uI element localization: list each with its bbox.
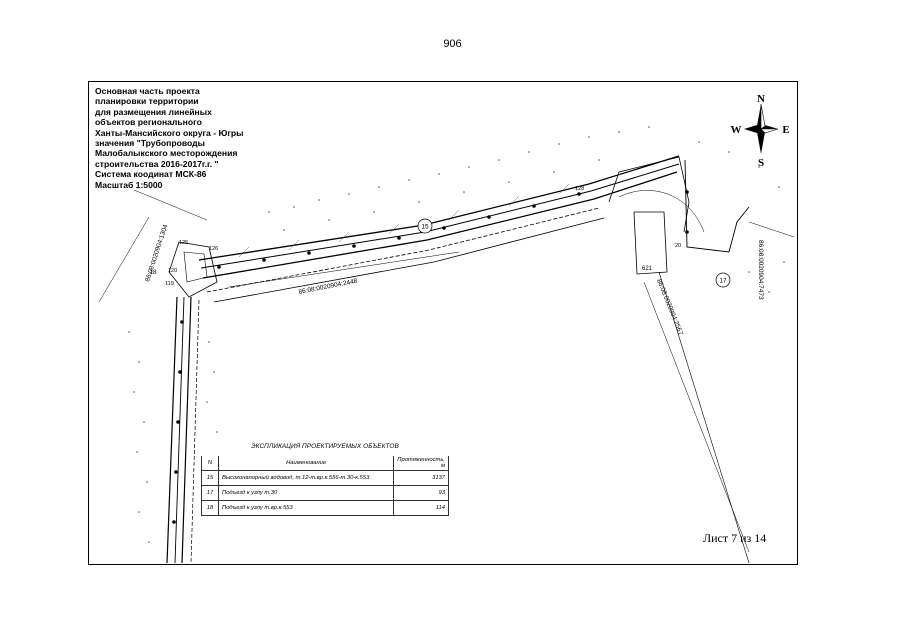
row-name: Высоконапорный водовод, т.12-т.вр.к.556-…: [217, 470, 395, 486]
junction-pad: [183, 251, 208, 283]
title-line: строительства 2016-2017г.г. ": [95, 158, 219, 169]
pipeline-corridor-edge: [198, 155, 680, 261]
hatch-mark: [238, 246, 250, 258]
compass-east-label: E: [782, 124, 789, 136]
point-label: 20: [675, 243, 681, 249]
explication-title: ЭКСПЛИКАЦИЯ ПРОЕКТИРУЕМЫХ ОБЪЕКТОВ: [251, 443, 399, 450]
point-label: 120: [168, 268, 177, 274]
header-num: N: [201, 456, 219, 471]
pipeline-nodes: [172, 190, 689, 524]
row-num: 18: [201, 500, 219, 516]
vertical-corridor-edge: [181, 296, 192, 563]
explication-table: N Наименование Протяженность, м 15 Высок…: [201, 456, 449, 516]
object-marker-17: 17: [715, 272, 731, 288]
junction-area: [168, 241, 218, 298]
compass-rose-icon: N S W E: [731, 93, 790, 168]
cadastral-label: 86:08:0020904:7473: [757, 240, 764, 300]
access-line: [658, 271, 750, 563]
pipeline-corridor-edge: [202, 171, 678, 279]
hatch-mark: [288, 239, 300, 251]
compass-south-label: S: [758, 157, 764, 168]
point-label: 126: [209, 246, 218, 252]
page-number: 906: [443, 38, 462, 50]
row-num: 17: [201, 485, 219, 501]
point-label: 128: [575, 186, 584, 192]
row-name: Подъезд к узлу т.30: [217, 485, 395, 501]
title-line: Основная часть проекта: [95, 86, 200, 96]
header-name: Наименование: [217, 456, 395, 471]
boundary-line: [228, 251, 460, 288]
pipeline-corridor-edge: [200, 163, 680, 269]
header-length: Протяженность, м: [393, 456, 449, 471]
point-label: 119: [165, 281, 174, 287]
table-header-row: N Наименование Протяженность, м: [201, 456, 449, 471]
table-row: 17 Подъезд к узлу т.30 93: [201, 485, 449, 501]
cadastral-label: 86:08:0020904:2567: [655, 278, 684, 336]
point-label: 621: [642, 266, 653, 272]
compass-west-label: W: [731, 124, 742, 136]
boundary-line: [133, 189, 208, 221]
svg-text:17: 17: [719, 278, 727, 285]
explication-table-block: ЭКСПЛИКАЦИЯ ПРОЕКТИРУЕМЫХ ОБЪЕКТОВ N Наи…: [201, 443, 449, 516]
table-row: 18 Подъезд к узлу т.вр.к.553 114: [201, 500, 449, 516]
vertical-corridor-edge: [166, 296, 178, 563]
title-line: для размещения линейных: [95, 106, 212, 117]
site-loop: [608, 156, 690, 233]
hatch-mark: [448, 209, 460, 221]
svg-text:15: 15: [421, 224, 429, 231]
road-edge: [213, 217, 605, 303]
row-length: 3137: [393, 470, 449, 486]
well-pad: [633, 211, 668, 275]
site-plan-map: 86:08:0020904:1304 86:08:0020904:2448 86…: [98, 126, 795, 563]
compass-north-label: N: [757, 93, 765, 105]
title-line: Система коодинат МСК-86: [95, 169, 207, 180]
row-length: 93: [393, 485, 449, 501]
title-block: Основная часть проекта планировки террит…: [95, 86, 285, 190]
drawing-frame: 86:08:0020904:1304 86:08:0020904:2448 86…: [88, 81, 798, 565]
row-num: 15: [201, 470, 219, 486]
road-edge: [206, 207, 600, 293]
title-line: Масштаб 1:5000: [95, 179, 163, 190]
cadastral-label: 86:08:0020904:1304: [144, 223, 169, 282]
point-label: 125: [179, 240, 188, 246]
hatch-mark: [388, 223, 400, 235]
title-line: планировки территории: [95, 96, 199, 107]
object-marker-18: 18: [149, 269, 157, 276]
svg-text:18: 18: [149, 269, 157, 276]
hatch-mark: [338, 231, 350, 243]
row-length: 114: [393, 500, 449, 516]
table-row: 15 Высоконапорный водовод, т.12-т.вр.к.5…: [201, 470, 449, 486]
object-marker-15: 15: [417, 218, 433, 234]
cadastral-label: 86:08:0020904:2448: [298, 278, 358, 296]
title-line: Малобалыкского месторождения: [95, 148, 238, 159]
contour: [618, 190, 705, 233]
boundary-line: [98, 216, 150, 303]
title-line: значения "Трубопроводы: [95, 138, 205, 149]
title-line: объектов регионального: [95, 117, 202, 128]
site-loop: [684, 159, 750, 253]
sheet-number-label: Лист 7 из 14: [703, 531, 767, 545]
vertical-corridor-edge: [174, 296, 185, 563]
hatch-mark: [558, 183, 570, 195]
boundary-line: [748, 221, 795, 238]
row-name: Подъезд к узлу т.вр.к.553: [217, 500, 395, 516]
hatch-mark: [508, 195, 520, 207]
vertical-corridor-edge: [190, 299, 200, 563]
title-line: Ханты-Мансийского округа - Югры: [95, 127, 244, 138]
